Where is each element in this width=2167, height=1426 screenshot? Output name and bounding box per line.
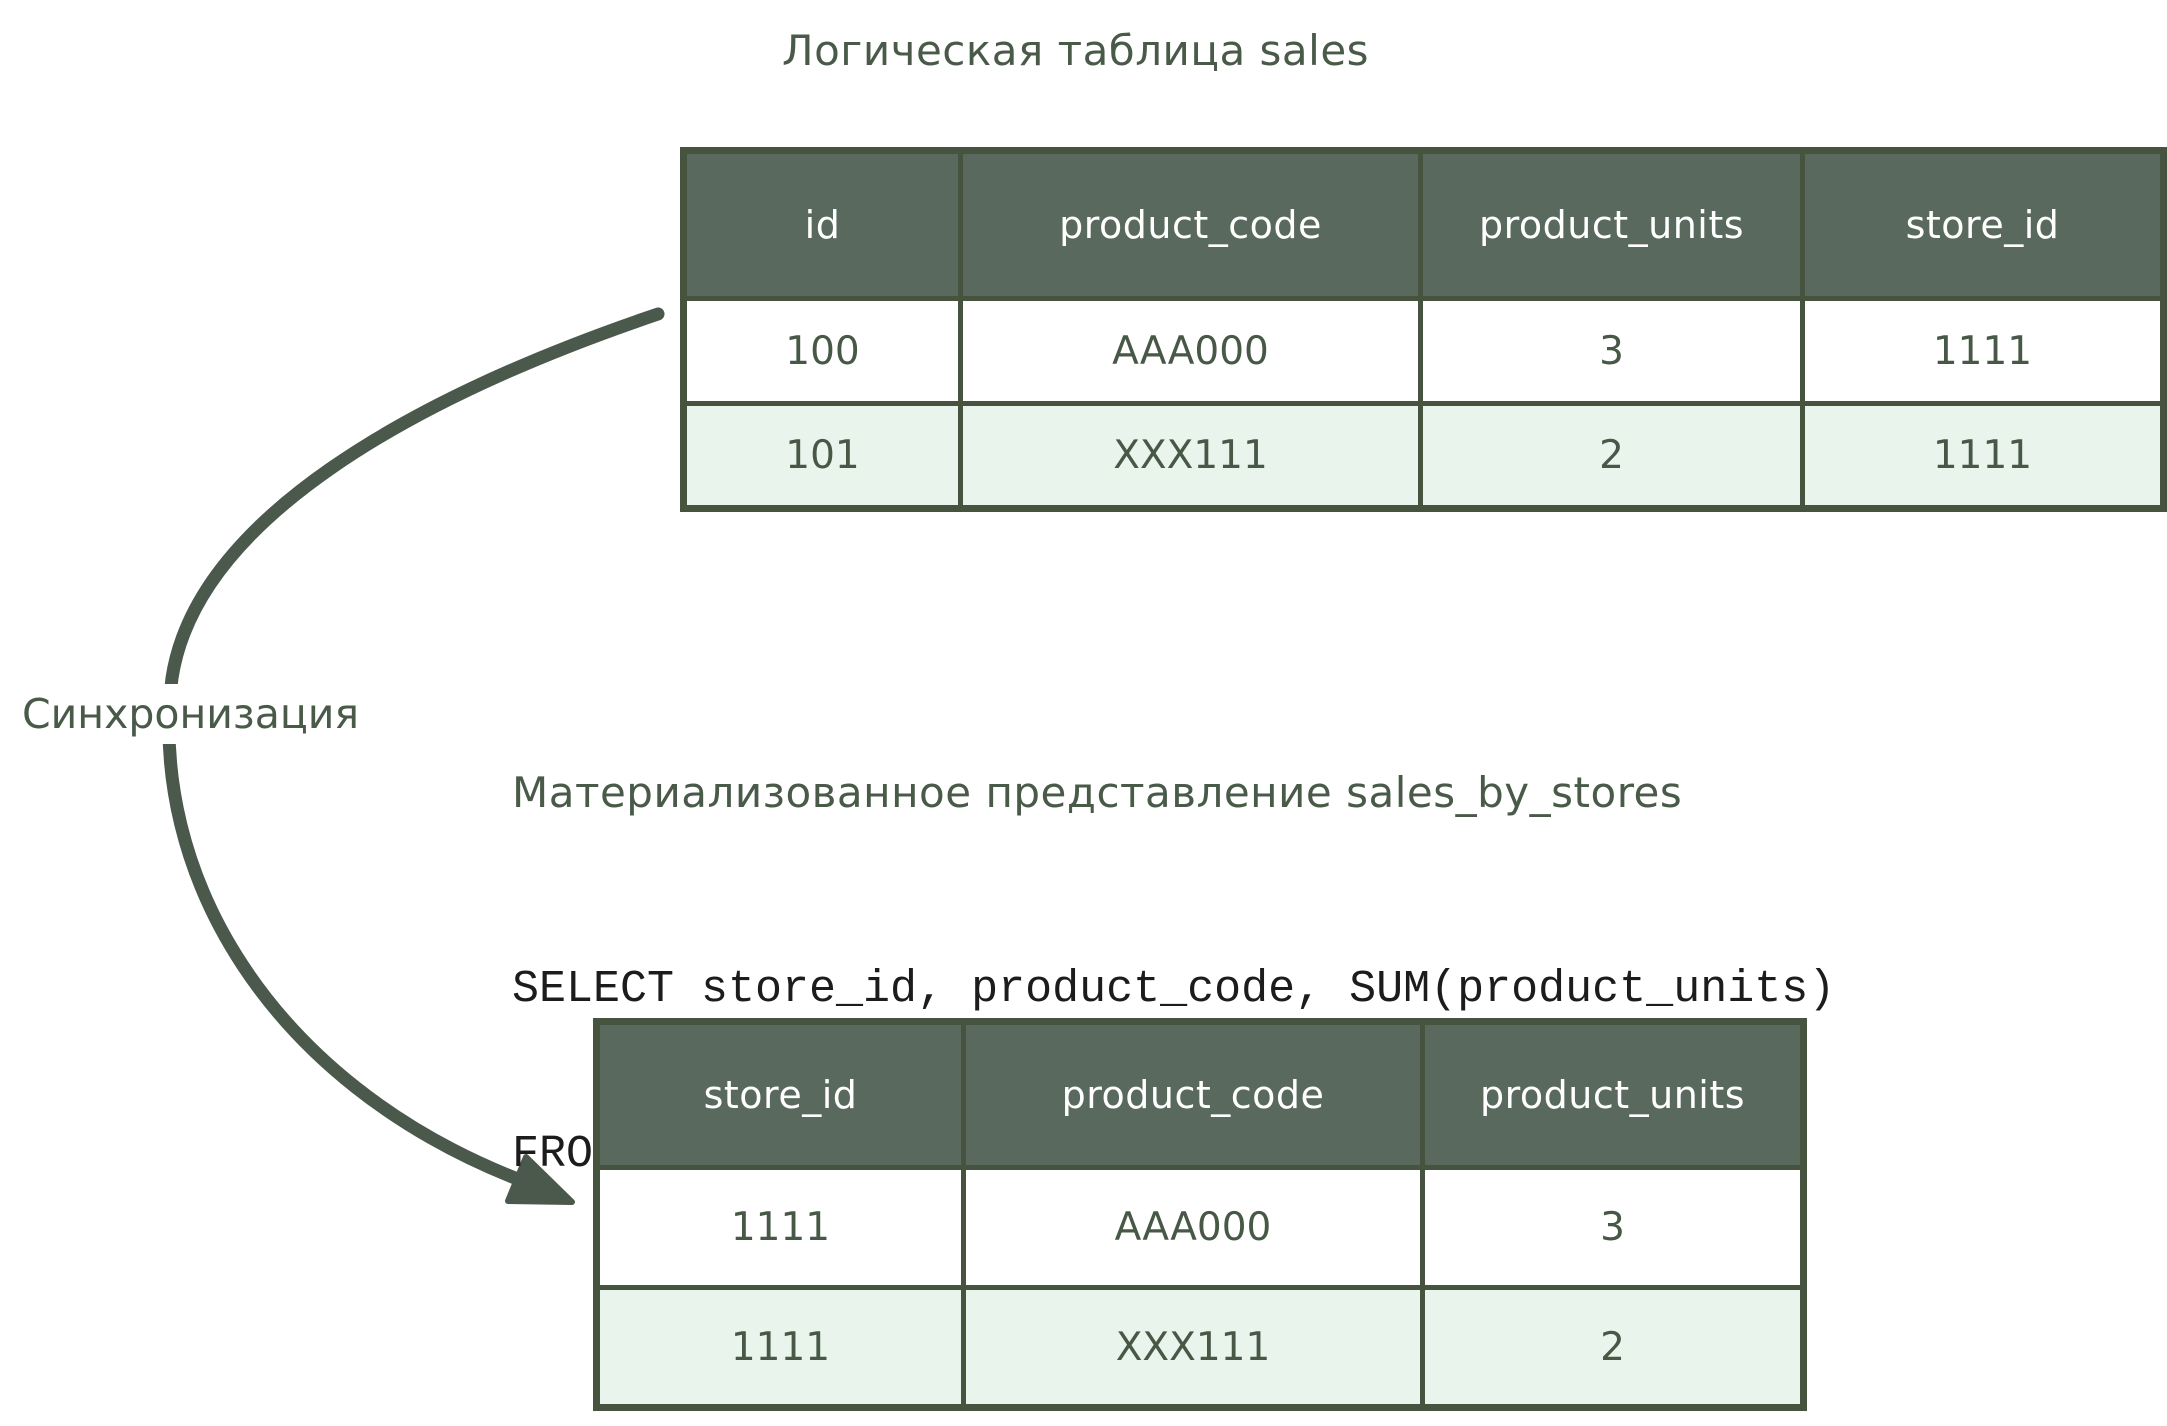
logical-table: id product_code product_units store_id 1… [680, 147, 2167, 512]
data-cell: 2 [1420, 1285, 1806, 1410]
sql-line-1: SELECT store_id, product_code, SUM(produ… [512, 964, 1836, 1015]
data-cell: 3 [1420, 1165, 1806, 1290]
column-header-id: id [681, 148, 963, 301]
data-cell: AAA000 [958, 296, 1423, 406]
column-header-store-id: store_id [1800, 148, 2166, 301]
data-cell: 100 [681, 296, 963, 406]
table-row: 101 XXX111 2 1111 [681, 401, 2166, 511]
data-cell: 1111 [1800, 296, 2166, 406]
data-cell: XXX111 [958, 401, 1423, 511]
data-cell: 1111 [594, 1285, 966, 1410]
logical-table-header-row: id product_code product_units store_id [681, 148, 2166, 301]
sync-label: Синхронизация [10, 684, 372, 744]
column-header-product-units: product_units [1420, 1019, 1806, 1170]
data-cell: 3 [1418, 296, 1805, 406]
data-cell: 1111 [594, 1165, 966, 1290]
table-row: 1111 XXX111 2 [594, 1285, 1806, 1410]
data-cell: 1111 [1800, 401, 2166, 511]
table-row: 1111 AAA000 3 [594, 1165, 1806, 1290]
materialized-view-title: Материализованное представление sales_by… [512, 768, 1683, 817]
logical-table-title: Логическая таблица sales [782, 26, 1370, 75]
column-header-product-units: product_units [1418, 148, 1805, 301]
column-header-product-code: product_code [958, 148, 1423, 301]
column-header-store-id: store_id [594, 1019, 966, 1170]
table-row: 100 AAA000 3 1111 [681, 296, 2166, 406]
data-cell: AAA000 [961, 1165, 1425, 1290]
column-header-product-code: product_code [961, 1019, 1425, 1170]
data-cell: 101 [681, 401, 963, 511]
materialized-view-header-row: store_id product_code product_units [594, 1019, 1806, 1170]
materialized-view-table: store_id product_code product_units 1111… [593, 1018, 1807, 1411]
data-cell: 2 [1418, 401, 1805, 511]
data-cell: XXX111 [961, 1285, 1425, 1410]
